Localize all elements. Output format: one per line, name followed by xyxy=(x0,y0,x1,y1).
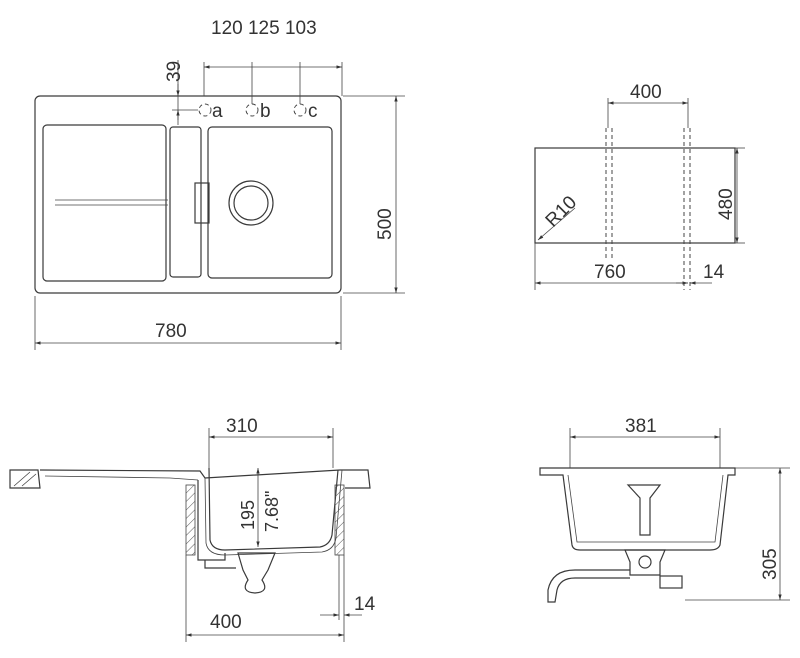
total-depth-label: 305 xyxy=(760,548,781,580)
overflow-fitting xyxy=(626,484,662,536)
cutout-outline xyxy=(534,147,736,244)
cabinet-width-label: 400 xyxy=(210,612,242,633)
width-label: 780 xyxy=(155,321,187,342)
tap-offset-label: 39 xyxy=(164,61,185,82)
top-view: a b c 120 125 103 39 500 780 xyxy=(34,18,405,350)
drainer-area xyxy=(42,124,167,282)
tap-holes: a b c xyxy=(198,101,318,122)
tap-hole-a-label: a xyxy=(212,101,223,122)
waste-pipe xyxy=(547,569,630,603)
tap-spacing-label: 120 125 103 xyxy=(211,18,317,39)
tap-hole-c-label: c xyxy=(308,101,318,122)
end-section: 381 305 xyxy=(539,416,790,603)
cutout-width-label: 760 xyxy=(594,262,626,283)
drain-icon xyxy=(228,180,274,226)
drain-trap xyxy=(237,552,276,594)
offset-label: 14 xyxy=(354,594,376,615)
side-section: 310 195 7.68" 400 14 xyxy=(9,416,376,642)
margin-label: 14 xyxy=(703,262,725,283)
bowl xyxy=(207,126,333,279)
cabinet-wall-left xyxy=(185,484,196,556)
height-label: 500 xyxy=(375,208,396,240)
divider xyxy=(169,126,202,278)
depth-in-label: 7.68" xyxy=(262,491,282,532)
depth-mm-label: 195 xyxy=(238,500,258,530)
tap-hole-b-label: b xyxy=(260,101,271,122)
cabinet-wall-right xyxy=(334,484,345,556)
cutout-height-label: 480 xyxy=(716,188,737,220)
radius-label: R10 xyxy=(542,192,581,231)
end-bowl-width-label: 381 xyxy=(625,416,657,437)
cutout-view: 400 480 R10 760 14 xyxy=(534,82,745,290)
inner-width-label: 400 xyxy=(630,82,662,103)
bowl-width-label: 310 xyxy=(226,416,258,437)
